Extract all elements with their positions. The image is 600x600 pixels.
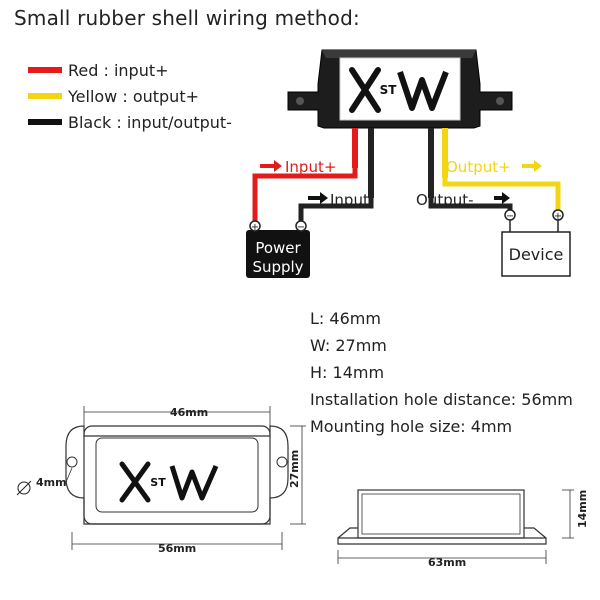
- dim-height: 27mm: [288, 450, 301, 488]
- legend-label-black: Black : input/output-: [68, 112, 232, 132]
- red-wire-swatch: [28, 67, 62, 73]
- converter-module: ST: [287, 49, 513, 198]
- xstw-logo-small: ST: [119, 461, 219, 503]
- power-plus-symbol: +: [251, 222, 259, 233]
- right-mount-hole-icon: [276, 456, 288, 468]
- legend-item-yellow: Yellow : output+: [28, 84, 199, 108]
- output-plus-label: Output+: [446, 158, 511, 176]
- output-plus-wire: [442, 178, 561, 214]
- dim-side-length: 63mm: [428, 556, 466, 569]
- input-plus-wire: [252, 168, 358, 226]
- input-minus-wire: [298, 198, 374, 226]
- power-supply-label-1: Power: [255, 239, 301, 257]
- black-wire-swatch: [28, 119, 62, 125]
- spec-width: W: 27mm: [310, 336, 387, 355]
- device-box: − + Device: [501, 209, 571, 277]
- spec-hole-distance: Installation hole distance: 56mm: [310, 390, 573, 409]
- spec-length: L: 46mm: [310, 309, 381, 328]
- dim-total-width: 56mm: [158, 542, 196, 555]
- legend-label-red: Red : input+: [68, 60, 169, 80]
- diameter-icon: [16, 480, 32, 496]
- yellow-wire-swatch: [28, 93, 62, 99]
- power-supply-label-2: Supply: [252, 258, 303, 276]
- output-minus-label: Output-: [416, 191, 474, 209]
- page-title: Small rubber shell wiring method:: [14, 6, 360, 30]
- legend-label-yellow: Yellow : output+: [68, 86, 199, 106]
- xstw-logo: ST: [349, 67, 449, 113]
- spec-list: L: 46mm W: 27mm H: 14mm Installation hol…: [310, 305, 573, 440]
- dimension-drawing: ST 46mm 56mm 27mm 4mm: [16, 406, 589, 569]
- legend-item-red: Red : input+: [28, 58, 169, 82]
- logo-small-st-text: ST: [150, 476, 166, 489]
- legend-item-black: Black : input/output-: [28, 110, 232, 134]
- input-minus-label: Input-: [330, 191, 374, 209]
- top-view-outline: ST: [65, 425, 289, 525]
- wiring-graphic: ST Input+ Input- Output+ Output- +: [246, 49, 571, 278]
- device-plus-symbol: +: [554, 211, 562, 222]
- power-plus-terminal-icon: [249, 220, 261, 232]
- left-mount-hole-icon: [66, 456, 78, 468]
- dim-top-width: 46mm: [170, 406, 208, 419]
- power-minus-terminal-icon: [295, 220, 307, 232]
- output-plus-arrow-icon: [522, 160, 542, 172]
- input-minus-arrow-icon: [308, 192, 328, 204]
- power-supply: + − Power Supply: [246, 220, 310, 278]
- device-label: Device: [509, 245, 564, 264]
- input-plus-arrow-icon: [260, 160, 282, 172]
- input-plus-label: Input+: [285, 158, 336, 176]
- spec-hole-size: Mounting hole size: 4mm: [310, 417, 513, 436]
- logo-st-text: ST: [380, 83, 398, 97]
- side-view-outline: [337, 489, 547, 545]
- output-minus-arrow-icon: [494, 192, 510, 204]
- spec-height: H: 14mm: [310, 363, 385, 382]
- dim-hole-dia: 4mm: [36, 476, 67, 489]
- power-minus-symbol: −: [297, 222, 305, 233]
- dim-side-height: 14mm: [576, 490, 589, 528]
- device-minus-symbol: −: [506, 211, 514, 222]
